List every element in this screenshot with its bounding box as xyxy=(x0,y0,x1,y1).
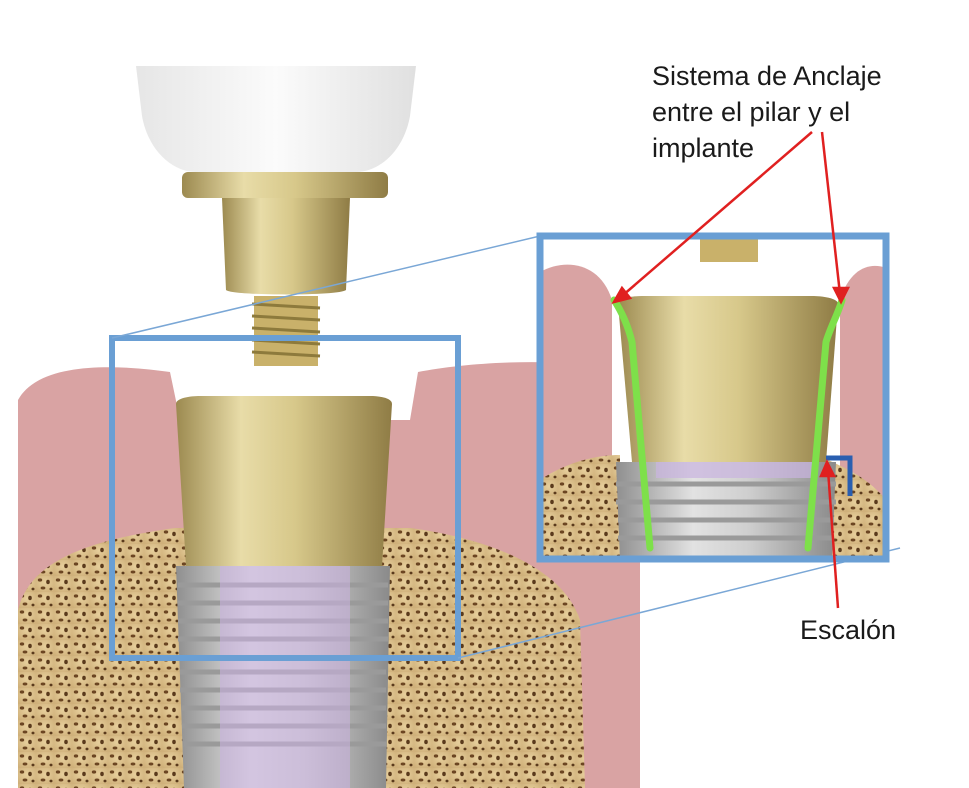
step-label: Escalón xyxy=(800,615,897,645)
inset-abutment xyxy=(618,296,838,462)
zoom-inset xyxy=(540,236,886,559)
arrow-anchor-right-head xyxy=(831,286,851,305)
inset-bone xyxy=(540,455,620,559)
zoom-connector-top xyxy=(111,235,541,339)
inset-threads xyxy=(616,481,836,541)
step-marker xyxy=(826,455,853,496)
anchor-system-label: Sistema de Anclaje entre el pilar y el i… xyxy=(652,58,952,166)
main-illustration xyxy=(18,66,640,788)
arrow-step-head xyxy=(819,459,837,478)
screw-upper xyxy=(251,296,321,366)
anchor-highlight-right xyxy=(804,296,846,552)
inset-connection xyxy=(656,458,814,478)
internal-connection xyxy=(220,566,350,788)
arrow-anchor-left xyxy=(621,131,813,297)
arrow-step xyxy=(826,469,840,609)
arrows xyxy=(611,131,851,609)
anchor-system-label-line-1: Sistema de Anclaje xyxy=(652,61,882,91)
crown xyxy=(136,66,416,172)
inset-bone-right xyxy=(828,460,886,559)
anchor-highlight-left xyxy=(610,296,654,552)
abutment-body xyxy=(176,396,392,566)
zoom-frame-inset xyxy=(536,232,890,563)
abutment-collar xyxy=(182,172,388,198)
anchor-system-label-line-2: entre el pilar y el xyxy=(652,97,851,127)
abutment-hex xyxy=(222,198,350,295)
arrow-anchor-left-head xyxy=(611,285,633,304)
zoom-connector-bottom xyxy=(457,547,901,659)
zoom-frame-source xyxy=(109,335,461,661)
inset-screw xyxy=(700,236,758,262)
arrow-anchor-right xyxy=(820,131,842,295)
anchor-system-label-line-3: implante xyxy=(652,133,755,163)
